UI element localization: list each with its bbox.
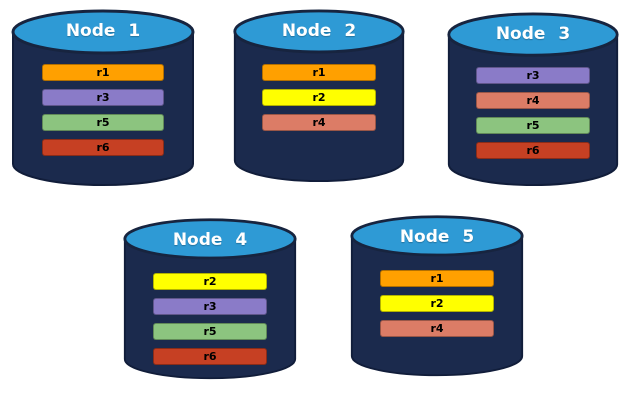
replica-label: r4 xyxy=(526,94,540,107)
replica-bar-list: r1 r3 r5 r6 xyxy=(10,64,196,156)
replica-bar: r1 xyxy=(262,64,376,81)
replica-bar: r3 xyxy=(152,298,268,315)
replica-label: r2 xyxy=(203,275,217,288)
replica-bar: r2 xyxy=(379,295,495,312)
replica-label: r3 xyxy=(526,69,540,82)
replica-label: r6 xyxy=(526,144,540,157)
replica-bar: r2 xyxy=(262,89,376,106)
replica-label: r2 xyxy=(312,91,326,104)
replica-bar: r3 xyxy=(42,89,164,106)
replica-label: r5 xyxy=(526,119,540,132)
replica-label: r6 xyxy=(96,141,110,154)
node-3: Node 3 r3 r4 r5 r6 xyxy=(446,11,620,188)
cylinder-top xyxy=(11,9,195,55)
replica-bar: r4 xyxy=(262,114,376,131)
replica-label: r5 xyxy=(203,325,217,338)
replica-bar: r1 xyxy=(42,64,164,81)
replica-bar: r6 xyxy=(42,139,164,156)
replica-bar: r6 xyxy=(476,142,590,159)
replica-bar: r4 xyxy=(379,320,495,337)
replica-bar-list: r2 r3 r5 r6 xyxy=(122,273,298,365)
replica-label: r1 xyxy=(96,66,110,79)
cylinder-top xyxy=(350,215,524,257)
replica-label: r4 xyxy=(430,322,444,335)
replica-label: r2 xyxy=(430,297,444,310)
replica-label: r1 xyxy=(312,66,326,79)
node-5: Node 5 r1 r2 r4 xyxy=(349,214,525,378)
node-2: Node 2 r1 r2 r4 xyxy=(232,8,406,184)
replica-bar: r1 xyxy=(379,270,495,287)
replica-bar-list: r1 r2 r4 xyxy=(232,64,406,131)
replica-bar: r5 xyxy=(476,117,590,134)
replica-label: r5 xyxy=(96,116,110,129)
replica-bar: r5 xyxy=(152,323,268,340)
replica-label: r6 xyxy=(203,350,217,363)
replica-bar: r4 xyxy=(476,92,590,109)
replica-bar: r3 xyxy=(476,67,590,84)
cylinder-top xyxy=(123,218,297,260)
replica-bar: r2 xyxy=(152,273,268,290)
cylinder-top xyxy=(233,9,405,54)
replica-label: r1 xyxy=(430,272,444,285)
replica-label: r3 xyxy=(203,300,217,313)
node-4: Node 4 r2 r3 r5 r6 xyxy=(122,217,298,381)
replica-bar-list: r3 r4 r5 r6 xyxy=(446,67,620,159)
replica-bar: r5 xyxy=(42,114,164,131)
replica-label: r4 xyxy=(312,116,326,129)
node-1: Node 1 r1 r3 r5 r6 xyxy=(10,8,196,188)
replica-bar: r6 xyxy=(152,348,268,365)
replica-bar-list: r1 r2 r4 xyxy=(349,270,525,337)
cylinder-top xyxy=(447,12,619,57)
replica-label: r3 xyxy=(96,91,110,104)
